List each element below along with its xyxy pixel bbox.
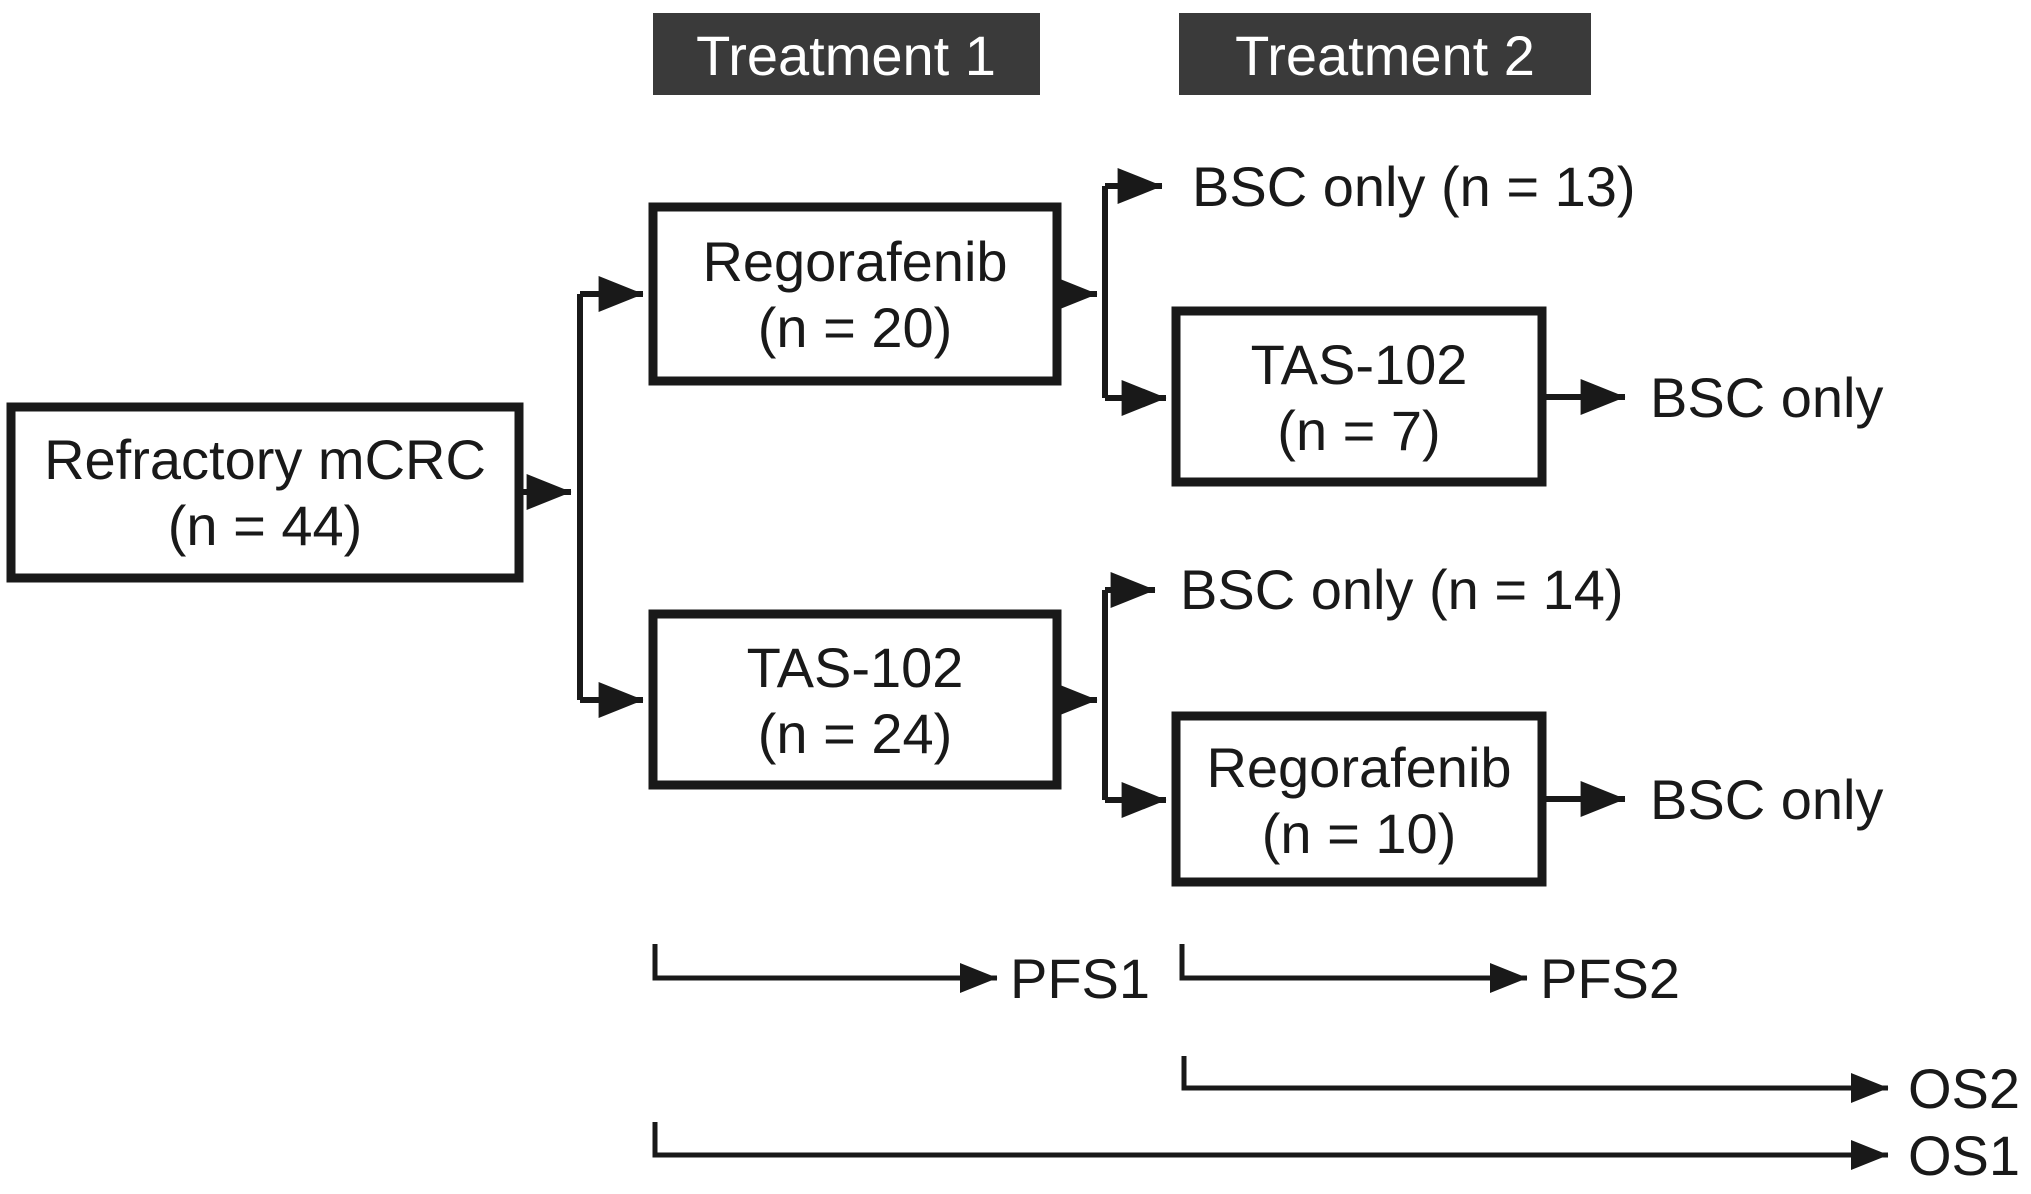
os2-bracket xyxy=(1181,1056,1889,1103)
refractory-box xyxy=(6,402,524,583)
tas102-second-label-line1: TAS-102 xyxy=(1251,333,1468,396)
pfs1-label: PFS1 xyxy=(1010,947,1150,1010)
os2-label: OS2 xyxy=(1908,1057,2020,1120)
treatment2-header-box xyxy=(1179,13,1591,95)
tas102-second-label-line2: (n = 7) xyxy=(1277,399,1440,462)
regorafenib-first-label-line1: Regorafenib xyxy=(702,230,1007,293)
tas102-first-box xyxy=(648,609,1062,790)
treatment1-header-label: Treatment 1 xyxy=(696,24,996,87)
pfs2-bracket xyxy=(1179,944,1528,993)
bsc13-label: BSC only (n = 13) xyxy=(1192,155,1636,218)
regorafenib-second-label-line1: Regorafenib xyxy=(1206,736,1511,799)
pfs2-label: PFS2 xyxy=(1540,947,1680,1010)
bsc-after-regorafenib-second-label: BSC only xyxy=(1650,768,1883,831)
node-tas102-second: TAS-102 (n = 7) xyxy=(1171,306,1547,487)
bsc14-label: BSC only (n = 14) xyxy=(1180,558,1624,621)
refractory-label-line2: (n = 44) xyxy=(168,494,363,557)
bsc-after-tas102-second-label: BSC only xyxy=(1650,366,1883,429)
tas102-first-label-line1: TAS-102 xyxy=(747,636,964,699)
regorafenib-second-label-line2: (n = 10) xyxy=(1262,802,1457,865)
treatment2-header-label: Treatment 2 xyxy=(1235,24,1535,87)
node-regorafenib-first: Regorafenib (n = 20) xyxy=(648,202,1062,386)
regorafenib-first-box xyxy=(648,202,1062,386)
regorafenib-second-box xyxy=(1171,711,1547,887)
tas102-first-label-line2: (n = 24) xyxy=(758,702,953,765)
treatment2-header: Treatment 2 xyxy=(1179,13,1591,95)
node-refractory: Refractory mCRC (n = 44) xyxy=(6,402,524,583)
tas102-second-box xyxy=(1171,306,1547,487)
pfs1-bracket xyxy=(652,944,998,993)
refractory-label-line1: Refractory mCRC xyxy=(44,428,486,491)
node-regorafenib-second: Regorafenib (n = 10) xyxy=(1171,711,1547,887)
os1-label: OS1 xyxy=(1908,1124,2020,1187)
node-tas102-first: TAS-102 (n = 24) xyxy=(648,609,1062,790)
os1-bracket xyxy=(652,1122,1889,1170)
treatment1-header-box xyxy=(653,13,1040,95)
treatment1-header: Treatment 1 xyxy=(653,13,1040,95)
regorafenib-first-label-line2: (n = 20) xyxy=(758,296,953,359)
